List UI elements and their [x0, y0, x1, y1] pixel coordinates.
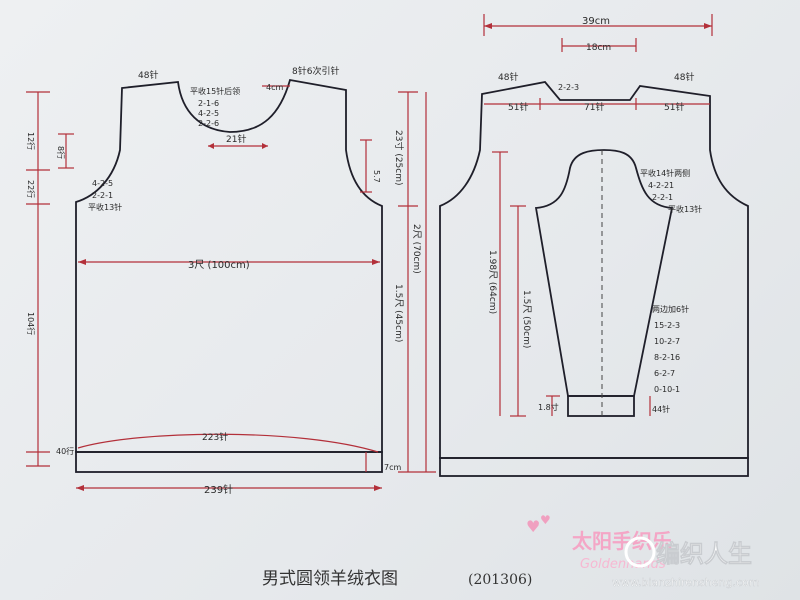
back-neck-width-label: 18cm — [586, 43, 611, 53]
front-hem-decrease-label: 223针 — [202, 431, 228, 443]
front-rib-height-label: 7cm — [384, 463, 401, 472]
back-upper-width-right: 51针 — [664, 101, 684, 113]
site-logo-icon — [624, 536, 656, 568]
front-length-body: 1.5尺 (45cm) — [393, 284, 404, 342]
front-neck-shaping-0: 平收15针后领 — [190, 86, 240, 96]
front-shoulder-right-label: 8针6次引针 — [292, 65, 339, 77]
front-neck-shaping-3: 2-2-6 — [198, 119, 219, 128]
heart-icon: ♥ — [526, 517, 540, 536]
sleeve-increase-2: 8-2-16 — [654, 353, 680, 362]
front-outline — [75, 78, 383, 453]
sleeve-cuff-stitches: 44针 — [652, 404, 670, 414]
back-total-width-label: 39cm — [582, 16, 610, 27]
front-chest-width-label: 3尺 (100cm) — [188, 259, 250, 271]
sleeve-cap-shaping-2: 2-2-1 — [652, 193, 673, 202]
front-rows-12: 12行 — [26, 132, 36, 150]
sleeve-length-body: 1.5尺 (50cm) — [521, 290, 532, 348]
back-annotations: 39cm 18cm 48针 48针 2-2-3 51针 71针 51针 平收14… — [487, 16, 702, 414]
watermark-brand-en: Goldenhands — [580, 557, 666, 572]
front-rows-104: 104行 — [26, 312, 36, 335]
diagram-date: (201306) — [468, 572, 532, 588]
sleeve-cap-shaping-3: 平收13针 — [668, 204, 702, 214]
sleeve-cap-shaping-1: 4-2-21 — [648, 181, 674, 190]
sleeve-cuff — [567, 395, 635, 417]
front-neck-shaping-1: 2-1-6 — [198, 99, 219, 108]
front-armhole-depth: 23寸 (25cm) — [393, 130, 405, 186]
sleeve-length-total: 1.98尺 (64cm) — [487, 250, 498, 314]
front-length-total: 2尺 (70cm) — [411, 224, 422, 274]
heart-icon-small: ♥ — [540, 513, 551, 527]
back-outline — [439, 81, 749, 459]
watermark-url: www.bianzhirensheng.com — [612, 576, 759, 589]
front-rows-22: 22行 — [26, 180, 36, 198]
sleeve-cuff-height: 1.8寸 — [538, 402, 559, 412]
sleeve-increase-1: 10-2-7 — [654, 337, 680, 346]
front-neck-width-label: 21针 — [226, 133, 246, 145]
front-rows-8: 8行 — [56, 146, 66, 159]
back-piece — [439, 14, 749, 477]
sleeve-cap-shaping-0: 平收14针两侧 — [640, 168, 690, 178]
front-annotations: 48针 8针6次引针 平收15针后领 2-1-6 4-2-5 2-2-6 4cm… — [26, 65, 422, 496]
front-hem-curve — [77, 433, 379, 453]
back-upper-width-mid: 71针 — [584, 101, 604, 113]
back-upper-width-left: 51针 — [508, 101, 528, 113]
sleeve-increase-0: 15-2-3 — [654, 321, 680, 330]
front-armhole-shaping-0: 4-2-5 — [92, 179, 113, 188]
front-armhole-height-label: 5.7 — [372, 170, 381, 183]
front-shoulder-left-label: 48针 — [138, 69, 158, 81]
watermark-site-logo: 编织人生 — [656, 540, 752, 568]
sleeve-increase-4: 0-10-1 — [654, 385, 680, 394]
front-armhole-shaping-2: 平收13针 — [88, 202, 122, 212]
back-shoulder-left-label: 48针 — [498, 71, 518, 83]
back-shoulder-right-label: 48针 — [674, 71, 694, 83]
sleeve-outline — [534, 149, 674, 397]
front-neck-shaping-2: 4-2-5 — [198, 109, 219, 118]
front-rows-40: 40行 — [56, 446, 74, 456]
diagram-title: 男式圆领羊绒衣图 — [262, 569, 398, 589]
back-neck-dec-label: 2-2-3 — [558, 83, 579, 92]
front-rib — [75, 451, 383, 473]
front-armhole-shaping-1: 2-2-1 — [92, 191, 113, 200]
front-neck-depth-label: 4cm — [266, 83, 283, 92]
watermark: ♥ ♥ 太阳手织乐 Goldenhands 编织人生 www.bianzhire… — [526, 513, 760, 589]
front-cast-on-label: 239针 — [204, 483, 233, 496]
front-piece — [26, 78, 436, 491]
back-rib — [439, 457, 749, 477]
sleeve-increase-title: 两边加6针 — [652, 304, 689, 314]
watermark-brand-cn: 太阳手织乐 — [572, 529, 672, 553]
sleeve-increase-3: 6-2-7 — [654, 369, 675, 378]
